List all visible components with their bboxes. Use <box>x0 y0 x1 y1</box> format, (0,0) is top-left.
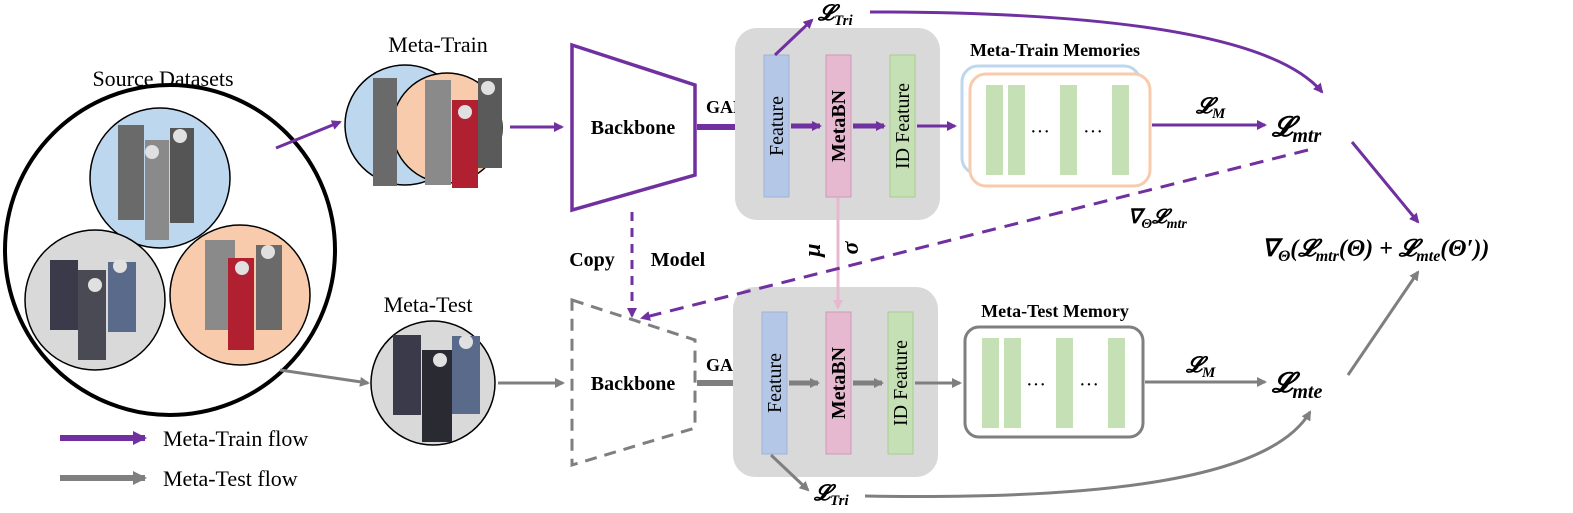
person-images-blue <box>118 125 194 240</box>
backbone-bottom-shape <box>570 297 697 468</box>
gap-top-label: GAP <box>706 97 744 117</box>
legend-train-label: Meta-Train flow <box>163 426 308 451</box>
meta-train-input-group: Meta-Train <box>344 32 503 188</box>
backbone-bottom-label: Backbone <box>591 373 676 395</box>
grad-mtr-label: ∇Θ𝓛mtr <box>1128 206 1187 232</box>
loss-m-top: 𝓛M <box>1195 93 1226 122</box>
loss-tri-top: 𝓛Tri <box>817 0 853 29</box>
meta-test-memory-cells <box>982 338 1125 428</box>
feature-bottom-label: Feature <box>764 353 786 413</box>
meta-test-label: Meta-Test <box>384 292 473 317</box>
feature-bottom-block <box>761 311 788 455</box>
ellipsis-train-2: ··· <box>1083 121 1103 143</box>
id-feature-bottom-label: ID Feature <box>890 340 912 426</box>
loss-mtr: 𝓛mtr <box>1271 112 1321 147</box>
meta-test-memory-label: Meta-Test Memory <box>981 301 1129 321</box>
arrow-feature-to-ltri-top <box>773 18 814 57</box>
legend: Meta-Train flow Meta-Test flow <box>60 426 308 491</box>
metabn-bottom-block <box>825 311 852 455</box>
meta-train-person-images <box>373 78 502 188</box>
person-images-orange <box>205 240 282 350</box>
sigma-label: σ <box>838 240 864 254</box>
ellipsis-test-1: ··· <box>1026 374 1046 396</box>
id-feature-bottom-block <box>887 311 914 455</box>
metabn-bottom-label: MetaBN <box>828 346 850 419</box>
source-datasets-group: Source Datasets <box>3 66 337 417</box>
arrow-lmtr-to-final <box>1350 141 1420 224</box>
model-label: Model <box>651 249 706 271</box>
backbone-top-label: Backbone <box>591 117 676 139</box>
copy-label: Copy <box>569 249 615 271</box>
mu-label: μ <box>800 243 826 258</box>
final-gradient-expression: ∇Θ(𝓛mtr(Θ) + 𝓛mte(Θ′)) <box>1262 236 1489 265</box>
arrow-lmte-to-final <box>1346 270 1420 376</box>
loss-m-bottom: 𝓛M <box>1185 352 1216 381</box>
feature-top-label: Feature <box>766 96 788 156</box>
ellipsis-test-2: ··· <box>1079 374 1099 396</box>
arrow-source-to-meta-train <box>275 120 342 150</box>
meta-train-memories-label: Meta-Train Memories <box>970 40 1140 60</box>
arrow-source-to-meta-test <box>279 368 370 387</box>
feature-top-block <box>763 54 790 198</box>
loss-tri-bottom: 𝓛Tri <box>813 480 849 509</box>
meta-train-memory-cells <box>986 85 1129 175</box>
arrow-feature-to-ltri-bottom <box>769 453 810 492</box>
arrow-ltri-top-to-lmtr <box>869 10 1324 94</box>
id-feature-top-label: ID Feature <box>892 83 914 169</box>
meta-test-input-group: Meta-Test <box>370 292 496 446</box>
metabn-top-block <box>825 54 852 198</box>
arrow-ltri-bottom-to-lmte <box>864 410 1312 498</box>
person-images-gray <box>50 259 136 360</box>
meta-train-label: Meta-Train <box>388 32 487 57</box>
id-feature-top-block <box>889 54 916 198</box>
metabn-top-label: MetaBN <box>828 89 850 162</box>
ellipsis-train-1: ··· <box>1030 121 1050 143</box>
loss-mte: 𝓛mte <box>1271 368 1322 403</box>
legend-test-label: Meta-Test flow <box>163 466 298 491</box>
meta-test-person-images <box>393 335 480 442</box>
backbone-top-shape <box>570 42 697 213</box>
